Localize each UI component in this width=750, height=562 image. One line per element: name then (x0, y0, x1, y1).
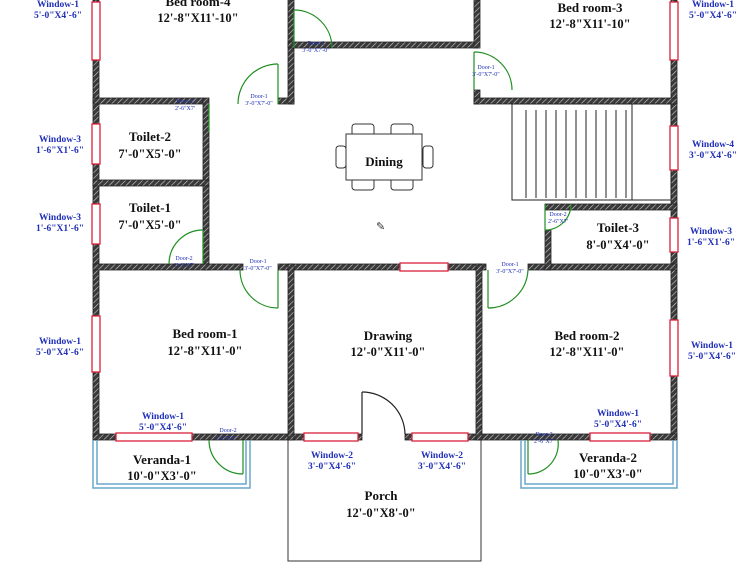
window-label-size: 5'-0"X4'-6" (594, 420, 642, 430)
window-label-size: 3'-0"X4'-6" (689, 151, 737, 161)
wall-bed4-right-lower (287, 47, 295, 105)
wall-toilet1-right (202, 185, 210, 271)
wall-toilet2-bottom (92, 179, 210, 187)
window-label-size: 5'-0"X4'-6" (688, 352, 736, 362)
dining-table (335, 123, 434, 191)
window-label-size: 3'-0"X4'-6" (418, 462, 466, 472)
window-label-size: 1'-6"X1'-6" (36, 146, 84, 156)
toilet1-name: Toilet-1 (129, 200, 171, 215)
door-label-name: Door-2 (549, 212, 566, 218)
veranda-rails (92, 440, 678, 489)
plant-icon: ✎ (376, 221, 385, 233)
window-label-name: Window-3 (39, 213, 81, 223)
bedroom4-size: 12'-8"X11'-10" (157, 11, 238, 25)
wall-toilet3-left (544, 229, 552, 271)
window-label-name: Window-1 (142, 412, 184, 422)
door-labels: Door-1 3'-0"X7'-0" Door-1 3'-0"X7'-0" Do… (174, 41, 568, 445)
window-label-size: 1'-6"X1'-6" (36, 224, 84, 234)
bedroom2-size: 12'-8"X11'-0" (550, 345, 625, 359)
window-label-size: 1'-6"X1'-6" (687, 238, 735, 248)
toilet1-size: 7'-0"X5'-0" (118, 218, 181, 232)
porch-size: 12'-0"X8'-0" (346, 506, 415, 520)
door-label-size: 3'-0"X7'-0" (245, 101, 273, 107)
door-label-name: Door-1 (249, 259, 266, 265)
window-label-name: Window-3 (39, 135, 81, 145)
window-label-size: 5'-0"X4'-6" (139, 423, 187, 433)
wall-drawing-bed2 (475, 263, 483, 441)
door-label-name: Door-2 (176, 99, 193, 105)
window-label-name: Window-2 (421, 451, 463, 461)
staircase (511, 103, 672, 201)
bedroom3-name: Bed room-3 (557, 0, 623, 15)
toilet2-name: Toilet-2 (129, 129, 171, 144)
wall-mid-drawing-a (277, 263, 403, 271)
wall-mid-left (92, 263, 244, 271)
window-label-name: Window-1 (39, 337, 81, 347)
door-label-size: 2'-6"X7' (175, 106, 195, 112)
wall-toilet3-top (544, 203, 678, 211)
door-label-size: 2'-6"X7' (174, 263, 194, 269)
window-marks (91, 1, 679, 442)
wall-mid-right (527, 263, 678, 271)
window-label-name: Window-2 (311, 451, 353, 461)
toilet2-size: 7'-0"X5'-0" (118, 147, 181, 161)
window-label-name: Window-4 (692, 140, 734, 150)
door-label-size: 3'-0"X7'-0" (244, 266, 272, 272)
window-label-name: Window-1 (37, 0, 79, 10)
door-label-size: 2'-6"X7' (548, 219, 568, 225)
veranda2-size: 10'-0"X3'-0" (573, 467, 642, 481)
door-label-size: 2'-6"X7' (216, 436, 236, 442)
toilet3-size: 8'-0"X4'-0" (586, 238, 649, 252)
drawing-size: 12'-0"X11'-0" (351, 345, 426, 359)
window-labels: Window-1 5'-0"X4'-6" Window-1 5'-0"X4'-6… (34, 0, 737, 472)
wall-bed4-right (287, 0, 295, 49)
door-label-name: Door-1 (250, 94, 267, 100)
window-label-name: Window-1 (597, 409, 639, 419)
door-label-size: 2'-6"X7' (534, 439, 554, 445)
wall-bed3-bottom (473, 97, 678, 105)
door-label-name: Door-2 (219, 428, 236, 434)
veranda1-size: 10'-0"X3'-0" (127, 469, 196, 483)
door-label-name: Door-1 (501, 262, 518, 268)
window-label-name: Window-1 (691, 341, 733, 351)
door-label-size: 3'-0"X7'-0" (496, 269, 524, 275)
bedroom1-name: Bed room-1 (172, 326, 237, 341)
bedroom2-name: Bed room-2 (554, 328, 619, 343)
bedroom4-name: Bed room-4 (165, 0, 231, 9)
door-swings (168, 9, 572, 475)
veranda1-name: Veranda-1 (133, 452, 191, 467)
door-label-size: 3'-0"X7'-0" (472, 72, 500, 78)
window-label-size: 5'-0"X4'-6" (689, 11, 737, 21)
door-label-name: Door-1 (307, 41, 324, 47)
window-label-name: Window-1 (692, 0, 734, 10)
veranda2-name: Veranda-2 (579, 450, 637, 465)
door-label-name: Door-2 (175, 256, 192, 262)
window-label-size: 5'-0"X4'-6" (34, 11, 82, 21)
porch-outline (287, 440, 482, 562)
drawing-main-door (361, 391, 406, 435)
bedroom1-size: 12'-8"X11'-0" (168, 344, 243, 358)
toilet3-name: Toilet-3 (597, 220, 640, 235)
wall-bed1-drawing (287, 263, 295, 441)
window-label-name: Window-3 (690, 227, 732, 237)
door-label-size: 3'-0"X7'-0" (302, 48, 330, 54)
window-label-size: 3'-0"X4'-6" (308, 462, 356, 472)
porch-name: Porch (365, 488, 399, 503)
bedroom3-size: 12'-8"X11'-10" (549, 17, 630, 31)
drawing-name: Drawing (364, 328, 413, 343)
wall-toilet2-right (202, 97, 210, 181)
door-label-name: Door-2 (535, 432, 552, 438)
window-label-size: 5'-0"X4'-6" (36, 348, 84, 358)
dining-name: Dining (365, 154, 403, 169)
room-labels: Bed room-4 12'-8"X11'-10" Bed room-3 12'… (118, 0, 649, 520)
wall-niche-right (473, 0, 481, 49)
door-label-name: Door-1 (477, 65, 494, 71)
